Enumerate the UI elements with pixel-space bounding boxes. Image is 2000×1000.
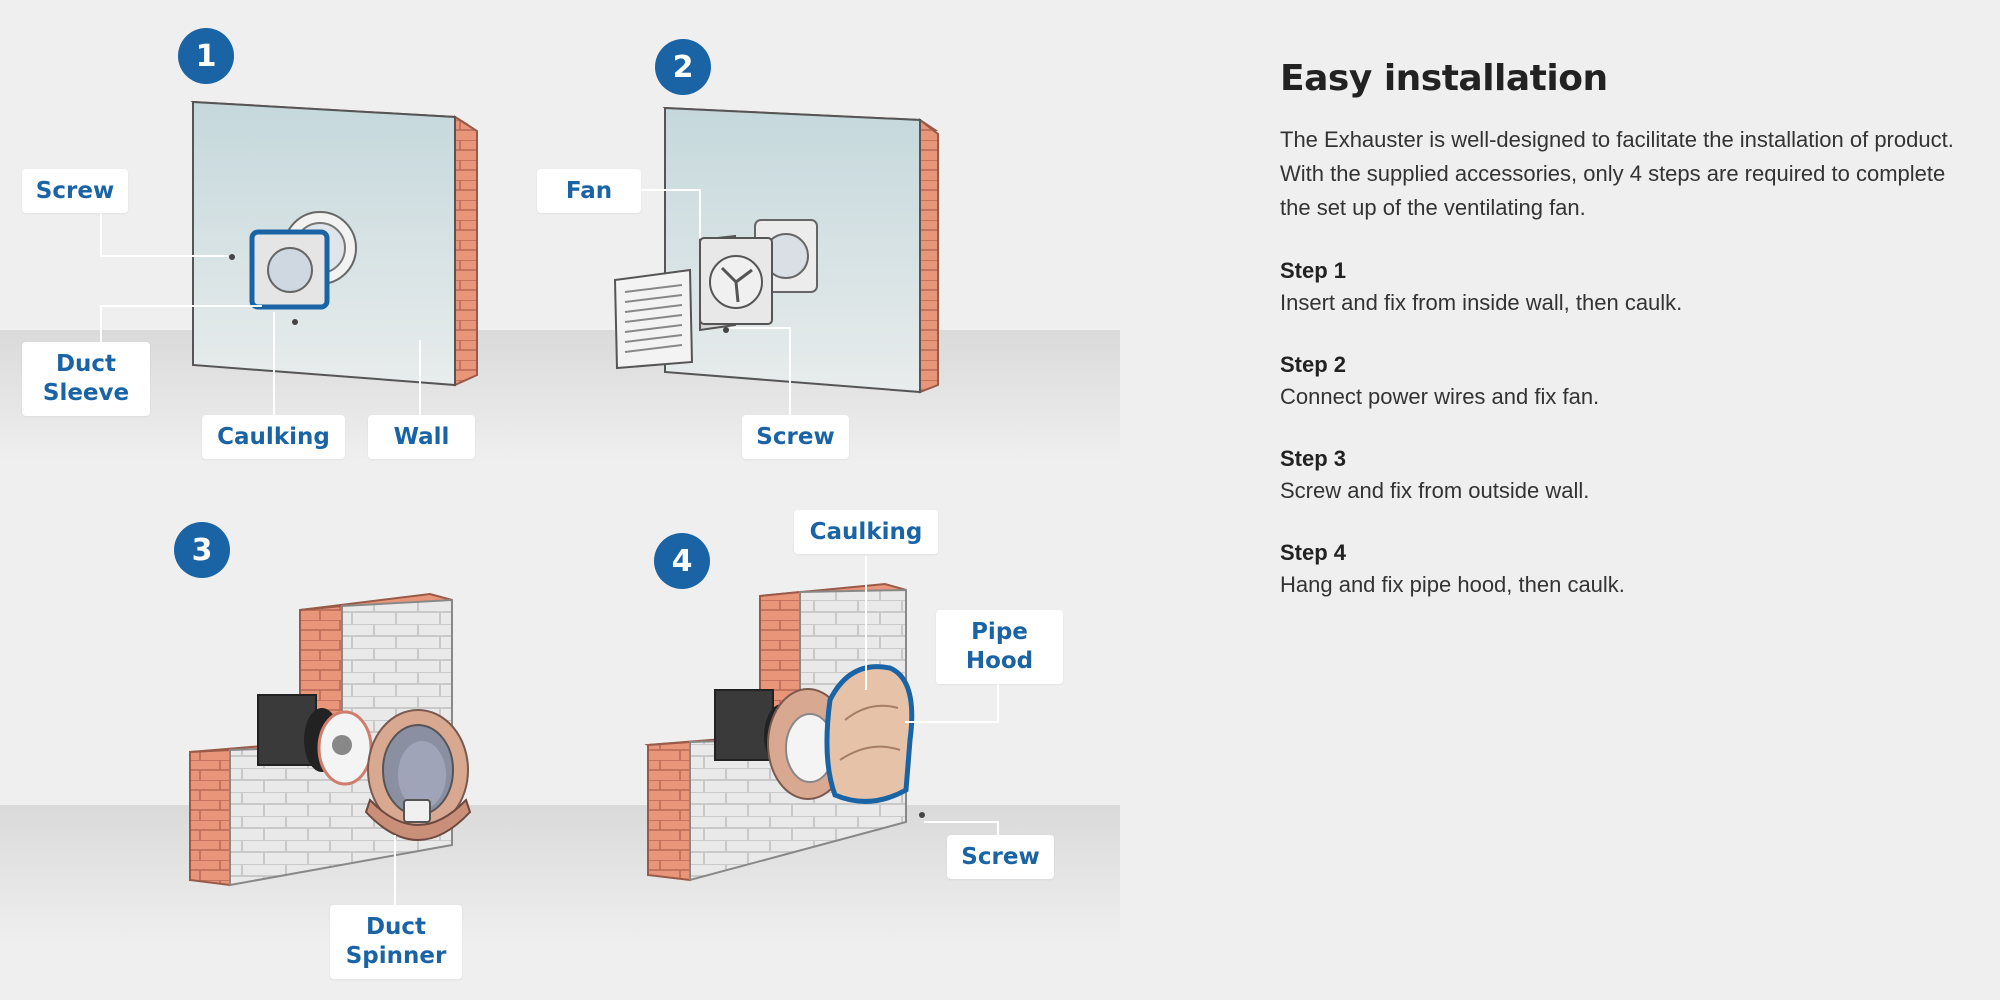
callout-duct-spinner: Duct Spinner [330, 905, 462, 979]
step-description: Connect power wires and fix fan. [1280, 384, 1600, 409]
callout-screw: Screw [947, 835, 1054, 879]
step-description: Hang and fix pipe hood, then caulk. [1280, 572, 1625, 597]
callout-fan: Fan [537, 169, 641, 213]
step-description: Screw and fix from outside wall. [1280, 478, 1590, 503]
step-badge-3: 3 [174, 522, 230, 578]
step-title: Step 2 [1280, 352, 1347, 377]
step-badge-4: 4 [654, 533, 710, 589]
step-badge-2: 2 [655, 39, 711, 95]
callout-pipe-hood: Pipe Hood [936, 610, 1063, 684]
step-4: Step 4 Hang and fix pipe hood, then caul… [1280, 537, 1980, 601]
callout-screw: Screw [22, 169, 128, 213]
installation-illustration [0, 100, 1120, 945]
step-title: Step 3 [1280, 446, 1347, 471]
callout-wall: Wall [368, 415, 475, 459]
installation-text-panel: Easy installation The Exhauster is well-… [1280, 58, 1980, 631]
step-title: Step 1 [1280, 258, 1347, 283]
step-title: Step 4 [1280, 540, 1347, 565]
step-1: Step 1 Insert and fix from inside wall, … [1280, 255, 1980, 319]
intro-paragraph: The Exhauster is well-designed to facili… [1280, 127, 1954, 220]
callout-screw: Screw [742, 415, 849, 459]
step2-illustration [613, 106, 939, 415]
step3-illustration [189, 592, 472, 905]
step-2: Step 2 Connect power wires and fix fan. [1280, 349, 1980, 413]
step-badge-1: 1 [178, 28, 234, 84]
step-3: Step 3 Screw and fix from outside wall. [1280, 443, 1980, 507]
callout-caulking: Caulking [202, 415, 345, 459]
step1-illustration [100, 100, 478, 415]
step4-illustration [644, 556, 999, 882]
step-description: Insert and fix from inside wall, then ca… [1280, 290, 1683, 315]
section-title: Easy installation [1280, 58, 1608, 99]
callout-caulking: Caulking [794, 510, 938, 554]
callout-duct-sleeve: Duct Sleeve [22, 342, 150, 416]
